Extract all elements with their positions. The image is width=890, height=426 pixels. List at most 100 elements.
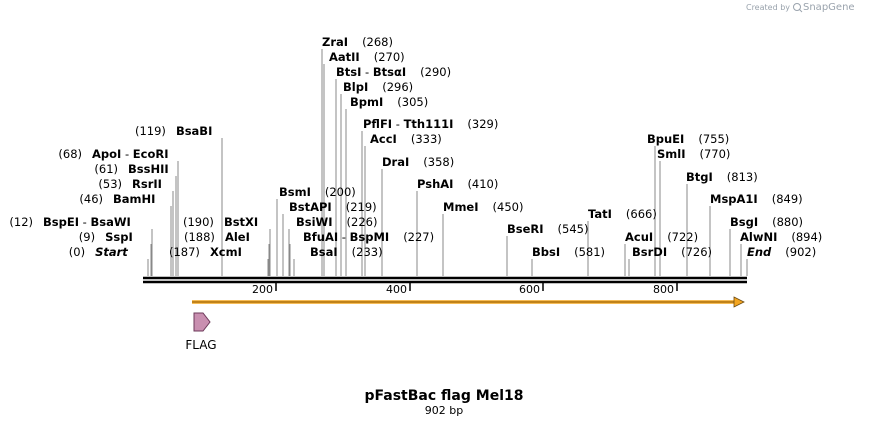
site-enzyme-name: BsiWI — [296, 215, 333, 229]
site-position: (290) — [420, 65, 451, 79]
site-position: (296) — [382, 80, 413, 94]
enzyme-site-label[interactable]: BtgI (813) — [686, 170, 758, 184]
watermark-prefix: Created by — [746, 3, 790, 12]
enzyme-site-label[interactable]: BsrDI(726) — [632, 245, 712, 259]
site-enzyme-name: BbsI — [532, 245, 560, 259]
site-enzyme-name: BtsI — [336, 65, 361, 79]
site-enzyme-name: MmeI — [443, 200, 479, 214]
enzyme-site-label[interactable]: (188)AleI — [184, 230, 250, 244]
enzyme-site-label[interactable]: BpmI(305) — [350, 95, 428, 109]
site-enzyme-name: BsgI — [730, 215, 758, 229]
site-enzyme-name-2: BsaWI — [90, 215, 130, 229]
site-leader-lines — [147, 49, 748, 276]
site-enzyme-name: BstXI — [224, 215, 258, 229]
site-separator: - — [121, 147, 132, 161]
site-separator: - — [79, 215, 90, 229]
enzyme-site-label[interactable]: BstAPI(219) — [289, 200, 377, 214]
enzyme-site-label[interactable]: BsgI(880) — [730, 215, 803, 229]
site-enzyme-name: BseRI — [507, 222, 544, 236]
site-enzyme-name: AatII — [329, 50, 360, 64]
enzyme-site-label[interactable]: BsiWI (226) — [296, 215, 377, 229]
site-position: (9) — [79, 230, 95, 244]
site-position: (226) — [347, 215, 378, 229]
site-position: (219) — [346, 200, 377, 214]
site-position: (666) — [626, 207, 657, 221]
enzyme-site-label[interactable]: AatII(270) — [329, 50, 405, 64]
site-enzyme-name: BlpI — [343, 80, 368, 94]
enzyme-site-label[interactable]: BbsI(581) — [532, 245, 605, 259]
site-position: (545) — [558, 222, 589, 236]
site-position: (200) — [325, 185, 356, 199]
enzyme-site-label[interactable]: BsmI(200) — [279, 185, 356, 199]
orf-arrow — [192, 296, 745, 308]
enzyme-site-label[interactable]: BlpI (296) — [343, 80, 413, 94]
feature-flag[interactable]: FLAG — [185, 312, 217, 352]
site-position: (813) — [727, 170, 758, 184]
site-position: (333) — [411, 132, 442, 146]
site-enzyme-name: MspA1I — [710, 192, 758, 206]
site-enzyme-name: ZraI — [322, 35, 348, 49]
enzyme-site-label[interactable]: (190)BstXI — [183, 215, 258, 229]
enzyme-site-label[interactable]: (0)Start — [69, 245, 129, 259]
site-enzyme-name: BtgI — [686, 170, 713, 184]
enzyme-site-label[interactable]: ZraI(268) — [322, 35, 393, 49]
enzyme-site-label[interactable]: BtsI - BtsαI(290) — [336, 65, 451, 79]
site-enzyme-name: PshAI — [417, 177, 453, 191]
enzyme-site-label[interactable]: End(902) — [747, 245, 816, 259]
site-enzyme-name: AcuI — [625, 230, 653, 244]
site-position: (233) — [352, 245, 383, 259]
site-position: (410) — [467, 177, 498, 191]
site-enzyme-name: BspEI — [43, 215, 79, 229]
site-position: (53) — [98, 177, 122, 191]
enzyme-site-label[interactable]: BsaI (233) — [310, 245, 383, 259]
site-separator: - — [338, 230, 349, 244]
site-enzyme-name: BsaI — [310, 245, 338, 259]
site-enzyme-name: TatI — [588, 207, 612, 221]
enzyme-site-label[interactable]: (12)BspEI - BsaWI — [9, 215, 130, 229]
site-position: (358) — [423, 155, 454, 169]
site-enzyme-name-2: BspMI — [350, 230, 390, 244]
enzyme-site-label[interactable]: BpuEI(755) — [647, 132, 729, 146]
sequence-backbone — [143, 276, 747, 284]
enzyme-site-label[interactable]: (9)SspI — [79, 230, 133, 244]
enzyme-site-label[interactable]: BfuAI - BspMI(227) — [303, 230, 434, 244]
enzyme-site-label[interactable]: AcuI(722) — [625, 230, 698, 244]
enzyme-site-label[interactable]: TatI (666) — [588, 207, 657, 221]
map-title: pFastBac flag Mel18 — [365, 388, 524, 404]
enzyme-site-label[interactable]: (46)BamHI — [79, 192, 155, 206]
enzyme-site-label[interactable]: DraI (358) — [382, 155, 454, 169]
site-enzyme-name: BfuAI — [303, 230, 338, 244]
enzyme-site-label[interactable]: (68)ApoI - EcoRI — [58, 147, 168, 161]
site-enzyme-name-2: EcoRI — [133, 147, 169, 161]
enzyme-site-label[interactable]: MmeI(450) — [443, 200, 523, 214]
enzyme-site-label[interactable]: BseRI (545) — [507, 222, 588, 236]
site-enzyme-name: End — [747, 245, 772, 259]
enzyme-site-label[interactable]: (187)XcmI — [169, 245, 242, 259]
enzyme-site-label[interactable]: PshAI (410) — [417, 177, 498, 191]
site-position: (726) — [681, 245, 712, 259]
site-position: (0) — [69, 245, 85, 259]
site-position: (119) — [135, 124, 166, 138]
enzyme-site-label[interactable]: PflFI - Tth111I(329) — [363, 117, 498, 131]
scale-ticks: 200 400 600 800 — [252, 283, 678, 296]
site-position: (61) — [94, 162, 118, 176]
site-position: (755) — [698, 132, 729, 146]
site-enzyme-name: PflFI — [363, 117, 392, 131]
enzyme-site-label[interactable]: AccI (333) — [370, 132, 442, 146]
enzyme-site-label[interactable]: SmlI(770) — [657, 147, 730, 161]
enzyme-site-label[interactable]: MspA1I(849) — [710, 192, 803, 206]
enzyme-site-label[interactable]: (61) BssHII — [94, 162, 168, 176]
site-enzyme-name: XcmI — [210, 245, 242, 259]
site-enzyme-name: ApoI — [92, 147, 121, 161]
site-separator: - — [361, 65, 372, 79]
tick-label: 600 — [519, 283, 540, 296]
site-enzyme-name: AccI — [370, 132, 397, 146]
site-enzyme-name: DraI — [382, 155, 409, 169]
enzyme-site-label[interactable]: (53) RsrII — [98, 177, 162, 191]
site-enzyme-name: RsrII — [132, 177, 162, 191]
enzyme-site-label[interactable]: AlwNI(894) — [740, 230, 822, 244]
site-enzyme-name: BssHII — [128, 162, 169, 176]
enzyme-site-label[interactable]: (119)BsaBI — [135, 124, 212, 138]
snapgene-watermark: Created by SnapGene — [746, 2, 855, 13]
map-length: 902 bp — [425, 404, 463, 417]
